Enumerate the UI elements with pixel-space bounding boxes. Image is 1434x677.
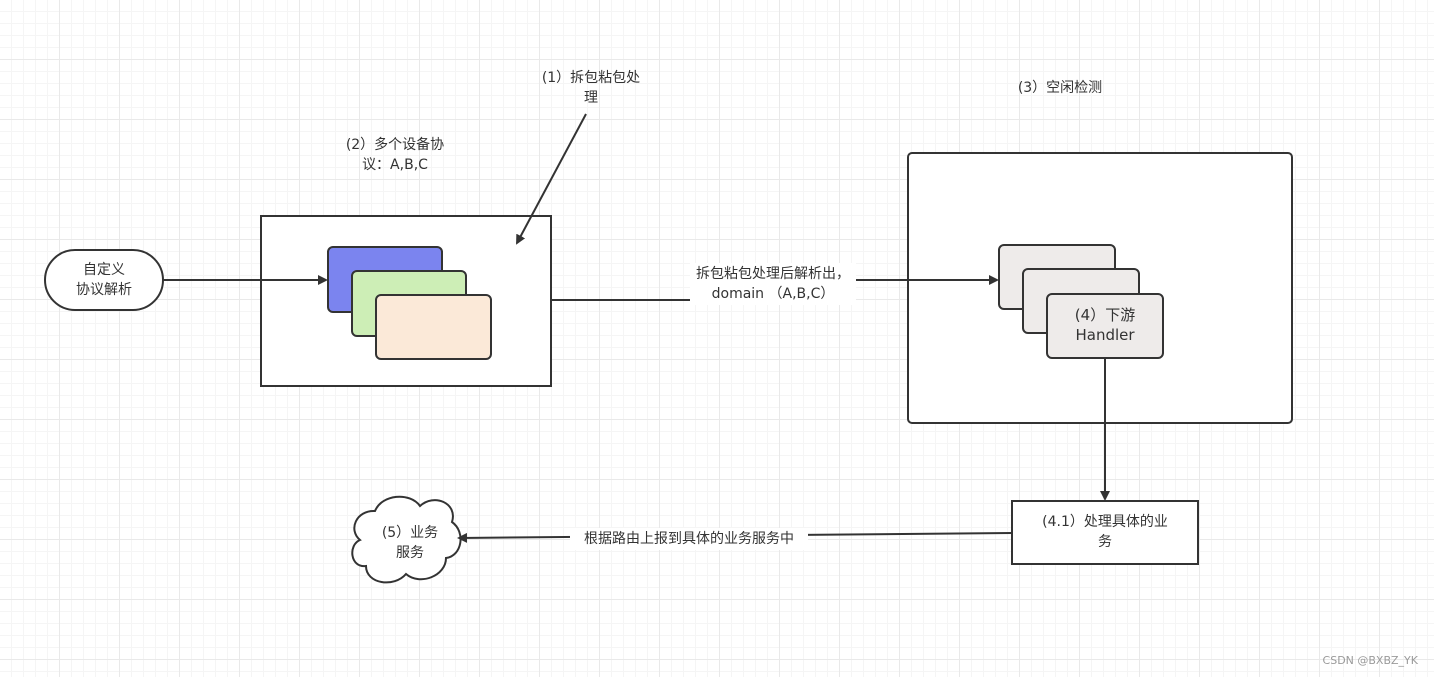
business-service-cloud[interactable] (351, 495, 462, 584)
protocol-card-c[interactable] (375, 294, 492, 360)
step41-label: (4.1）处理具体的业 务 (1042, 514, 1168, 550)
step5-label: (5）业务 服务 (381, 525, 439, 561)
decode-edge-label: 拆包粘包处理后解析出， domain （A,B,C） (690, 263, 856, 305)
step2-label: (2）多个设备协 议：A,B,C (345, 137, 445, 173)
edge-step1-pointer (516, 113, 587, 245)
custom-protocol-label: 自定义 协议解析 (76, 262, 132, 298)
watermark: CSDN @BXBZ_YK (1322, 654, 1418, 667)
business-processing-node[interactable] (1011, 500, 1199, 565)
step3-label: (3）空闲检测 (1017, 80, 1103, 96)
step1-label: (1）拆包粘包处 理 (541, 70, 641, 106)
step4-label: (4）下游 Handler (1074, 306, 1136, 344)
report-edge-label: 根据路由上报到具体的业务服务中 (570, 528, 808, 550)
